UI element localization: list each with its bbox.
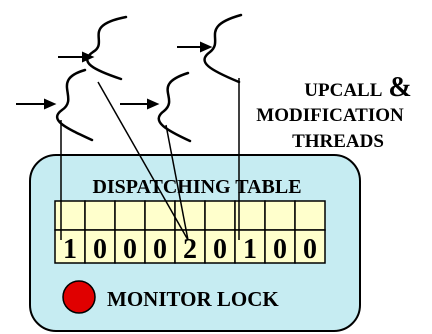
threads-label-ampersand: & [388, 72, 411, 103]
dispatch-count-cell [84, 229, 116, 264]
table-title: DISPATCHING TABLE [92, 176, 301, 198]
dispatch-count-value: 0 [153, 234, 167, 265]
dispatch-count-value: 0 [93, 234, 107, 265]
dispatch-count-cell [204, 229, 236, 264]
red-lock-dot-icon [62, 280, 96, 314]
thread-pointer-line [97, 81, 189, 241]
dispatch-count-value: 0 [213, 234, 227, 265]
dispatch-count-value: 1 [243, 234, 257, 265]
arrow-icon [120, 98, 160, 110]
threads-label-upcall: UPCALL [304, 80, 382, 101]
dispatch-slot-cell [294, 200, 326, 231]
dispatch-count-cell [144, 229, 176, 264]
dispatch-slot-cell [234, 200, 266, 231]
dispatch-count-value: 2 [183, 234, 197, 265]
dispatch-count-value: 1 [63, 234, 77, 265]
dispatch-count-value: 0 [303, 234, 317, 265]
squiggle-thread-icon [86, 15, 128, 81]
arrow-icon [58, 51, 95, 63]
dispatch-slot-cell [114, 200, 146, 231]
dispatch-slot-row [54, 200, 326, 231]
threads-label-line1: UPCALL& [304, 72, 411, 103]
dispatch-slot-cell [264, 200, 296, 231]
dispatch-count-value: 0 [123, 234, 137, 265]
dispatch-slot-cell [54, 200, 86, 231]
thread-pointer-line [165, 124, 189, 241]
squiggle-thread-icon [55, 68, 94, 142]
threads-label-line2: MODIFICATION [256, 105, 404, 126]
dispatch-count-cell [264, 229, 296, 264]
squiggle-thread-icon [157, 71, 192, 143]
threads-label-line3: THREADS [292, 131, 384, 152]
dispatch-count-cell [114, 229, 146, 264]
dispatch-slot-cell [204, 200, 236, 231]
squiggle-thread-icon [203, 13, 243, 84]
arrow-icon [16, 98, 57, 110]
monitor-lock-label: MONITOR LOCK [107, 287, 279, 311]
dispatch-slot-cell [144, 200, 176, 231]
dispatch-count-cell [54, 229, 86, 264]
dispatch-count-cell [294, 229, 326, 264]
arrow-icon [177, 41, 213, 53]
dispatch-count-value: 0 [273, 234, 287, 265]
dispatch-slot-cell [84, 200, 116, 231]
